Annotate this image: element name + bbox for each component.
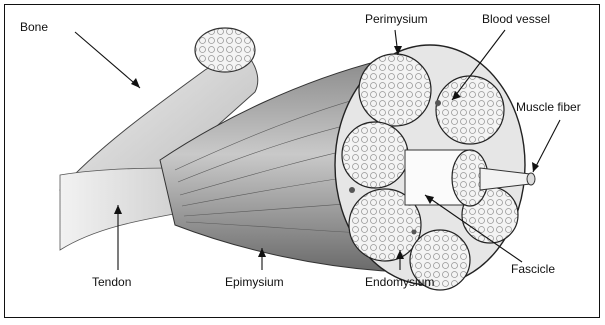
- fascicle-bundle: [359, 54, 431, 126]
- label-muscle-fiber: Muscle fiber: [516, 100, 581, 114]
- fascicle-bundle: [436, 76, 504, 144]
- label-bone: Bone: [20, 20, 48, 34]
- muscle-cross-section: [335, 45, 535, 290]
- label-perimysium: Perimysium: [365, 12, 428, 26]
- label-tendon: Tendon: [92, 275, 131, 289]
- label-epimysium: Epimysium: [225, 275, 284, 289]
- fascicle-bundle: [342, 122, 408, 188]
- label-endomysium: Endomysium: [365, 275, 434, 289]
- label-blood-vessel: Blood vessel: [482, 12, 550, 26]
- label-fascicle: Fascicle: [511, 262, 555, 276]
